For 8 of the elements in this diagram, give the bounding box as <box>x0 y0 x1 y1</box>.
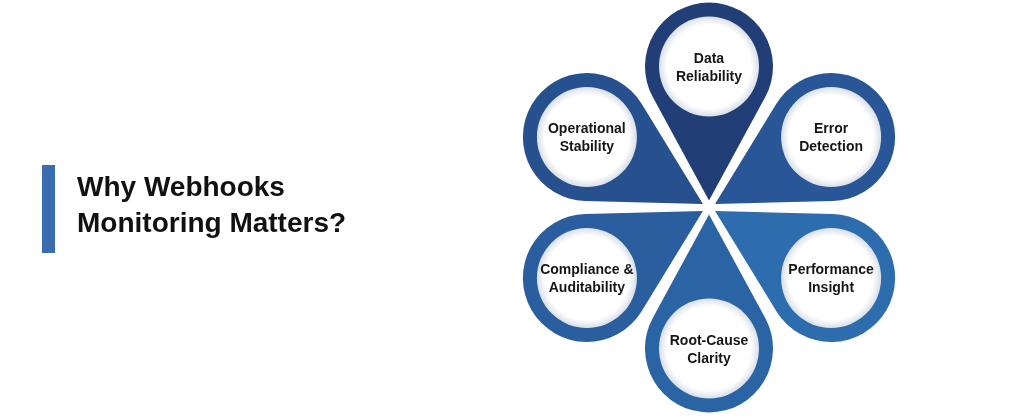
pin-label: Performance Insight <box>787 260 875 296</box>
pin-label: Root-Cause Clarity <box>668 330 750 367</box>
pin-label: Data Reliability <box>674 48 744 85</box>
pin-label: Compliance & Auditability <box>539 260 635 296</box>
teardrop-pin <box>645 214 773 413</box>
pin-label: Error Detection <box>798 119 864 155</box>
heading: Why Webhooks Monitoring Matters? <box>77 170 348 240</box>
pin-label: Operational Stability <box>546 119 627 155</box>
